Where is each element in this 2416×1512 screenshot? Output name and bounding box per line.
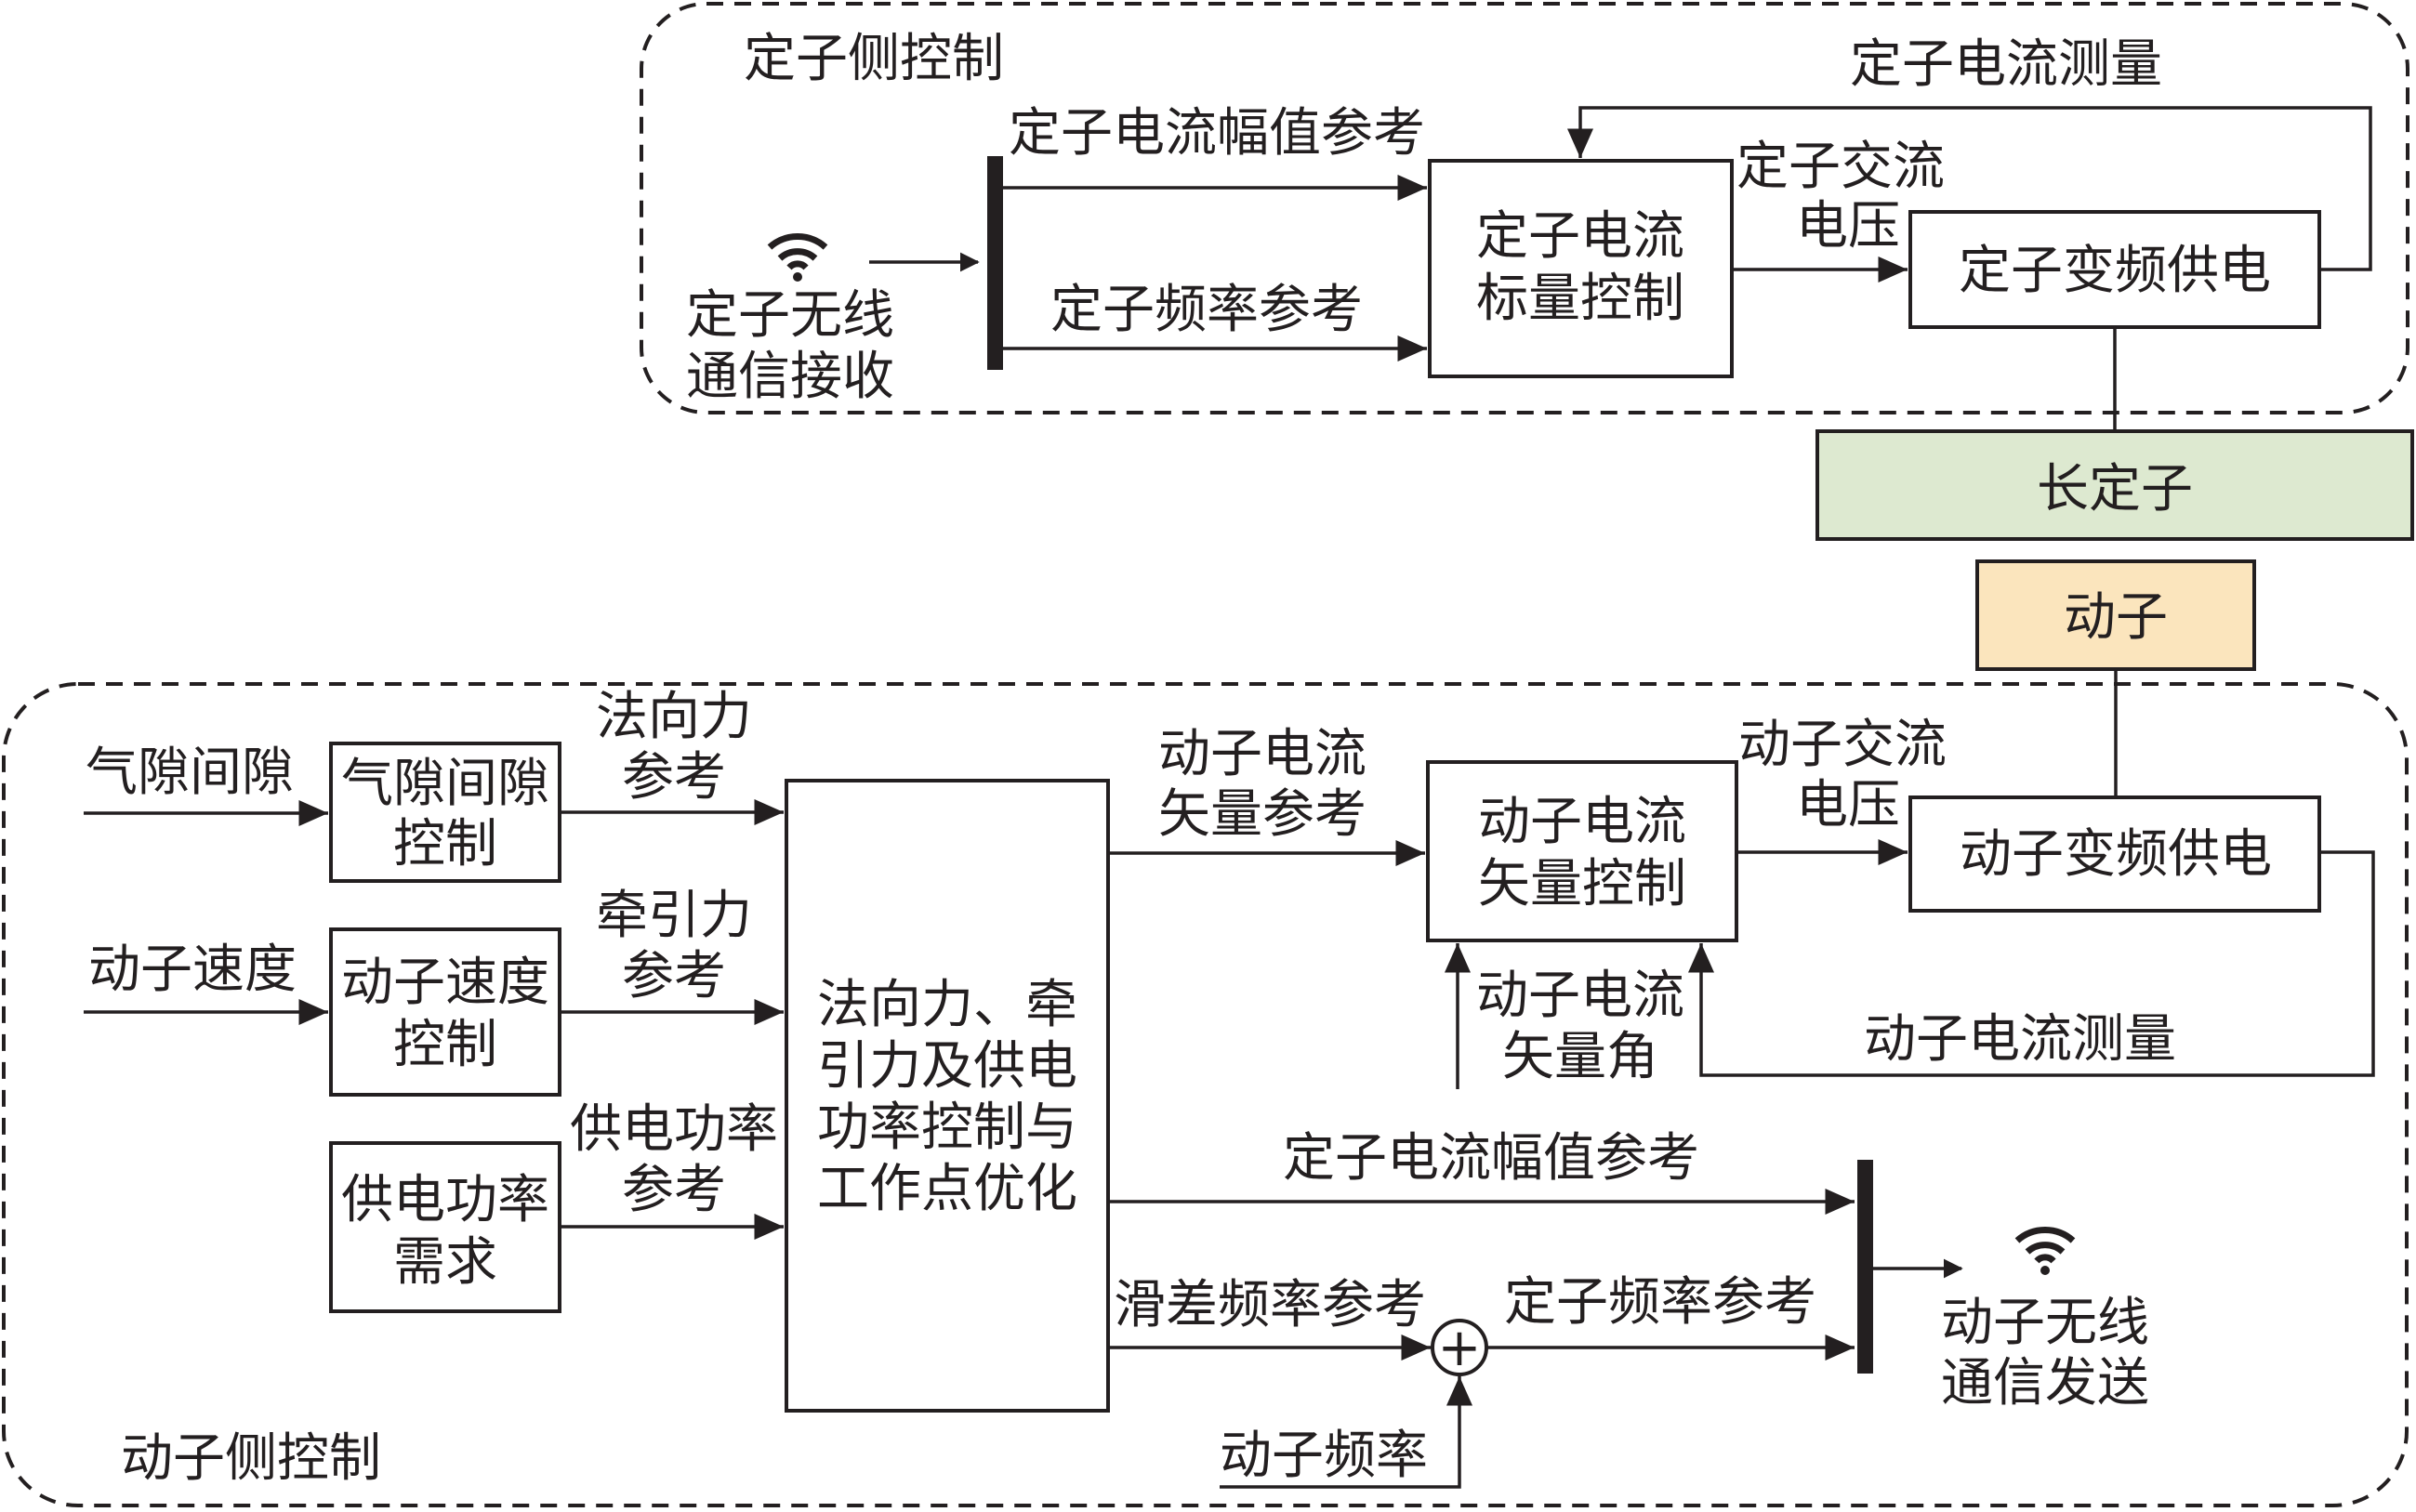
speed-ctrl-line2: 控制 bbox=[393, 1015, 497, 1075]
tx-freq-ref-label: 定子频率参考 bbox=[1504, 1272, 1816, 1333]
mover-label: 动子 bbox=[2064, 587, 2168, 648]
power-ref-line1: 供电功率 bbox=[570, 1099, 778, 1160]
traction-ref-line2: 参考 bbox=[622, 946, 726, 1006]
mover-freq-label: 动子频率 bbox=[1220, 1426, 1428, 1486]
wifi-icon bbox=[767, 233, 828, 282]
vector-ctrl-line2: 矢量控制 bbox=[1478, 854, 1686, 914]
main-force-power-controller bbox=[785, 779, 1110, 1413]
tx-amp-ref-label: 定子电流幅值参考 bbox=[1283, 1128, 1699, 1189]
stator-current-ctrl-line1: 定子电流 bbox=[1476, 206, 1684, 267]
gap-input-label: 气隙间隙 bbox=[86, 743, 294, 803]
vector-ref-line2: 矢量参考 bbox=[1158, 784, 1366, 845]
stator-current-ctrl-line2: 标量控制 bbox=[1476, 269, 1684, 329]
stator-ac-voltage-line2: 电压 bbox=[1796, 196, 1900, 256]
stator-wireless-rx-line1: 定子无线 bbox=[686, 285, 894, 346]
stator-feedback-line bbox=[1567, 106, 2372, 271]
gap-ctrl-line2: 控制 bbox=[393, 814, 497, 874]
gap-control-block bbox=[329, 742, 561, 883]
mover-vector-control-block bbox=[1426, 760, 1738, 942]
mover-freq-arrow bbox=[1220, 1376, 1472, 1489]
mover-vf-supply bbox=[1908, 795, 2321, 913]
stator-amp-ref-label: 定子电流幅值参考 bbox=[1009, 103, 1425, 164]
vector-ref-line1: 动子电流 bbox=[1158, 724, 1366, 784]
power-demand-line2: 需求 bbox=[393, 1232, 497, 1293]
speed-input-label: 动子速度 bbox=[88, 940, 297, 1000]
wifi-icon bbox=[2014, 1227, 2076, 1275]
power-demand-line1: 供电功率 bbox=[341, 1170, 549, 1230]
stator-side-region bbox=[640, 2, 2409, 414]
mover-mux-bar bbox=[1857, 1160, 1873, 1374]
gap-ctrl-line1: 气隙间隙 bbox=[341, 754, 549, 814]
stator-current-meas-label: 定子电流测量 bbox=[1850, 34, 2162, 95]
stator-ac-voltage-line1: 定子交流 bbox=[1736, 137, 1945, 197]
main-ctrl-line3: 功率控制与 bbox=[817, 1098, 1077, 1158]
mover-vf-supply-label: 动子变频供电 bbox=[1960, 824, 2272, 885]
normal-ref-line2: 参考 bbox=[622, 747, 726, 808]
normal-ref-line1: 法向力 bbox=[596, 687, 752, 747]
slip-ref-label: 滑差频率参考 bbox=[1114, 1275, 1426, 1335]
mover-feedback-line bbox=[1688, 850, 2375, 1077]
power-demand-block bbox=[329, 1141, 561, 1313]
long-stator-label: 长定子 bbox=[2037, 459, 2193, 519]
stator-current-scalar-control bbox=[1428, 159, 1734, 378]
main-ctrl-line4: 工作点优化 bbox=[817, 1159, 1077, 1219]
stator-freq-ref-label: 定子频率参考 bbox=[1050, 280, 1363, 340]
speed-control-block bbox=[329, 927, 561, 1097]
traction-ref-line1: 牵引力 bbox=[596, 886, 752, 946]
power-ref-line2: 参考 bbox=[622, 1160, 726, 1220]
mover-current-meas-label: 动子电流测量 bbox=[1864, 1009, 2176, 1070]
vector-ctrl-line1: 动子电流 bbox=[1478, 792, 1686, 852]
mover-side-region bbox=[2, 682, 2409, 1507]
stator-side-label: 定子侧控制 bbox=[744, 29, 1004, 89]
mover-side-label: 动子侧控制 bbox=[121, 1428, 381, 1489]
sum-symbol: + bbox=[1438, 1318, 1482, 1378]
long-stator-block bbox=[1815, 429, 2414, 541]
stator-demux-bar bbox=[987, 156, 1003, 370]
stator-wireless-rx-line2: 通信接收 bbox=[686, 347, 894, 407]
mover-wireless-tx-line1: 动子无线 bbox=[1941, 1293, 2149, 1353]
mover-ac-voltage-line2: 电压 bbox=[1796, 775, 1900, 835]
speed-ctrl-line1: 动子速度 bbox=[341, 953, 549, 1013]
main-ctrl-line2: 引力及供电 bbox=[817, 1036, 1077, 1097]
vector-angle-line2: 矢量角 bbox=[1502, 1027, 1658, 1087]
mover-ac-voltage-line1: 动子交流 bbox=[1738, 715, 1947, 775]
mover-wireless-tx-line2: 通信发送 bbox=[1941, 1353, 2149, 1413]
main-ctrl-line1: 法向力、牵 bbox=[817, 975, 1077, 1035]
vector-angle-line1: 动子电流 bbox=[1476, 966, 1684, 1026]
stator-vf-supply-label: 定子变频供电 bbox=[1959, 241, 2271, 301]
summing-junction bbox=[1431, 1319, 1488, 1376]
